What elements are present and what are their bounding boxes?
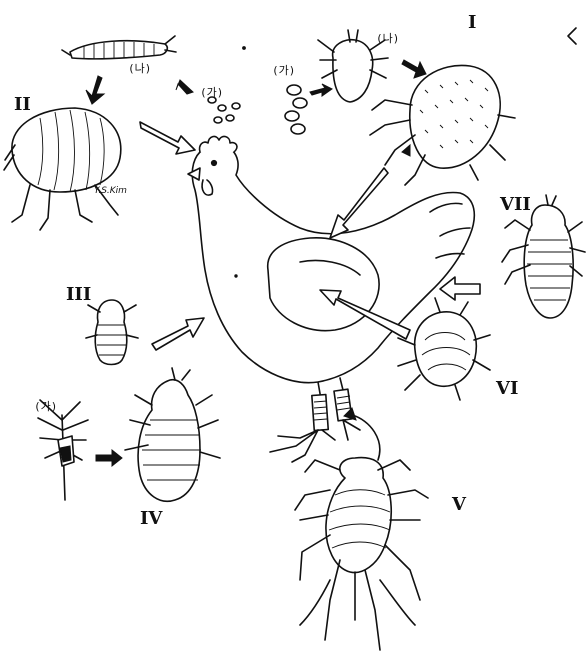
flea-adult-II	[4, 108, 121, 230]
label-stage-VI: VI	[496, 378, 518, 399]
label-ga-feather-egg: (가)	[34, 398, 57, 414]
label-stage-III: III	[66, 284, 91, 305]
mite-eggs-I	[285, 85, 307, 134]
label-na-flea-larva: (나)	[128, 60, 151, 76]
label-ga-mite-eggs: (가)	[272, 62, 295, 78]
mite-adult-I	[370, 65, 515, 185]
flea-eggs-II	[208, 97, 240, 123]
louse-III	[86, 300, 138, 365]
mite-V	[295, 458, 428, 650]
label-stage-II: II	[14, 94, 31, 115]
label-stage-V: V	[452, 494, 466, 515]
label-stage-IV: IV	[140, 508, 162, 529]
louse-IV	[125, 368, 220, 501]
label-stage-I: I	[468, 12, 476, 33]
feather-egg-IV	[38, 400, 88, 500]
flea-larva-II	[62, 36, 176, 59]
label-stage-VII: VII	[500, 194, 531, 215]
label-na-mite-nymph: (나)	[376, 30, 399, 46]
mite-VI	[398, 298, 490, 400]
artist-signature: Y.S.Kim	[94, 186, 127, 196]
label-ga-flea-eggs: (가)	[200, 84, 223, 100]
